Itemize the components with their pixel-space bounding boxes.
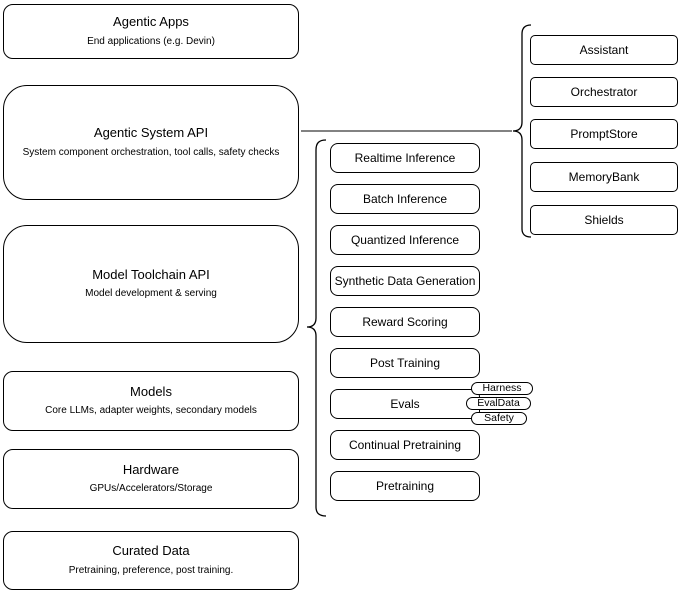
layer-title: Curated Data (112, 543, 190, 559)
node-memorybank: MemoryBank (530, 162, 678, 192)
layer-title: Agentic System API (93, 125, 209, 141)
layer-subtitle: GPUs/Accelerators/Storage (89, 483, 213, 495)
layer-subtitle: Core LLMs, adapter weights, secondary mo… (45, 405, 257, 417)
node-shields: Shields (530, 205, 678, 235)
layer-subtitle: End applications (e.g. Devin) (87, 35, 215, 47)
node-synthetic-data-generation: Synthetic Data Generation (330, 266, 480, 296)
node-post-training: Post Training (330, 348, 480, 378)
evals-tag-safety: Safety (471, 412, 527, 425)
node-reward-scoring: Reward Scoring (330, 307, 480, 337)
layer-title: Models (130, 383, 172, 399)
layer-subtitle: System component orchestration, tool cal… (22, 146, 280, 158)
node-quantized-inference: Quantized Inference (330, 225, 480, 255)
layer-subtitle: Pretraining, preference, post training. (68, 564, 234, 576)
layer-title: Model Toolchain API (92, 266, 210, 282)
node-realtime-inference: Realtime Inference (330, 143, 480, 173)
node-pretraining: Pretraining (330, 471, 480, 501)
evals-tag-harness: Harness (471, 382, 533, 395)
system-brace-icon (512, 24, 532, 238)
evals-tag-evaldata: EvalData (466, 397, 531, 410)
node-evals: Evals (330, 389, 480, 419)
layer-model-toolchain-api: Model Toolchain API Model development & s… (3, 225, 299, 343)
layer-title: Hardware (122, 461, 180, 477)
layer-agentic-system-api: Agentic System API System component orche… (3, 85, 299, 200)
node-orchestrator: Orchestrator (530, 77, 678, 107)
node-continual-pretraining: Continual Pretraining (330, 430, 480, 460)
node-promptstore: PromptStore (530, 119, 678, 149)
layer-title: Agentic Apps (113, 14, 189, 30)
node-assistant: Assistant (530, 35, 678, 65)
toolchain-brace-icon (306, 139, 327, 517)
node-batch-inference: Batch Inference (330, 184, 480, 214)
layer-subtitle: Model development & serving (85, 288, 217, 300)
